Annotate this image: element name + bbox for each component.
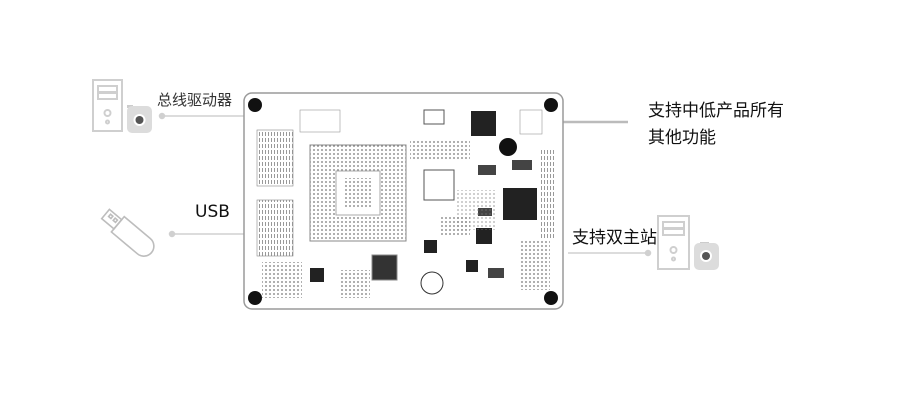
camera-icon (694, 242, 719, 270)
usb-label: USB (195, 202, 230, 222)
connector-lines (158, 112, 652, 257)
usb-stick-icon (100, 208, 155, 257)
pcb-board (243, 92, 564, 310)
dual-master-label: 支持双主站 (572, 228, 657, 248)
bus-driver-label: 总线驱动器 (157, 91, 233, 109)
features-line-1: 支持中低产品所有 (648, 101, 784, 121)
features-label: 支持中低产品所有 其他功能 (648, 98, 784, 152)
camera-icon (127, 105, 152, 133)
pc-tower-icon (657, 215, 690, 270)
features-line-2: 其他功能 (648, 128, 716, 148)
pc-tower-icon (92, 79, 123, 132)
